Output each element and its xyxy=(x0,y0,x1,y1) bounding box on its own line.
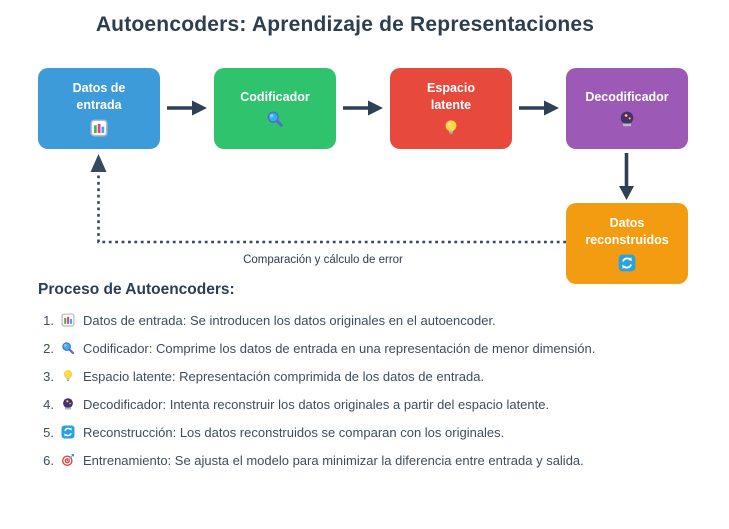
item-text: Datos de entrada: Se introducen los dato… xyxy=(83,312,496,328)
list-item: 5. Reconstrucción: Los datos reconstruid… xyxy=(38,423,698,441)
feedback-label: Comparación y cálculo de error xyxy=(243,254,403,266)
item-number: 5. xyxy=(43,424,54,440)
list-item: 1. Datos de entrada: Se introducen los d… xyxy=(38,311,698,329)
node-label: Datos de entrada xyxy=(72,81,126,112)
item-number: 1. xyxy=(43,312,54,328)
item-text: Entrenamiento: Se ajusta el modelo para … xyxy=(83,452,584,468)
list-item: 2. Codificador: Comprime los datos de en… xyxy=(38,339,698,357)
flow-node-datos-reconstruidos: Datos reconstruidos xyxy=(566,203,688,284)
item-text: Decodificador: Intenta reconstruir los d… xyxy=(83,396,550,412)
flow-node-decodificador: Decodificador xyxy=(566,68,688,149)
light-bulb-icon xyxy=(63,370,73,381)
item-text: Codificador: Comprime los datos de entra… xyxy=(83,340,596,356)
crystal-ball-icon xyxy=(63,398,73,410)
item-number: 6. xyxy=(43,452,54,468)
list-item: 6. Entrenamiento: Se ajusta el modelo pa… xyxy=(38,451,698,469)
process-section: Proceso de Autoencoders: 1. Datos de ent… xyxy=(38,281,698,479)
target-icon xyxy=(62,454,74,466)
item-text: Reconstrucción: Los datos reconstruidos … xyxy=(83,424,505,440)
search-icon xyxy=(267,112,283,128)
search-icon xyxy=(62,342,75,355)
process-list: 1. Datos de entrada: Se introducen los d… xyxy=(38,311,698,469)
crystal-ball-icon xyxy=(620,112,634,127)
node-label: Espacio latente xyxy=(427,81,475,112)
node-label: Datos reconstruidos xyxy=(585,216,669,247)
feedback-dotted-line xyxy=(97,172,566,244)
feedback-arrowhead xyxy=(90,154,107,172)
flow-node-espacio-latente: Espacio latente xyxy=(390,68,512,149)
flow-node-datos-entrada: Datos de entrada xyxy=(38,68,160,149)
node-label: Decodificador xyxy=(585,89,669,104)
light-bulb-icon xyxy=(445,120,457,135)
refresh-icon xyxy=(61,425,75,439)
bar-chart-icon xyxy=(90,119,108,137)
page-title: Autoencoders: Aprendizaje de Representac… xyxy=(95,13,595,36)
item-number: 2. xyxy=(43,340,54,356)
list-item: 3. Espacio latente: Representación compr… xyxy=(38,367,698,385)
bar-chart-icon xyxy=(61,313,75,327)
item-text: Espacio latente: Representación comprimi… xyxy=(83,368,485,384)
item-number: 3. xyxy=(43,368,54,384)
list-item: 4. Decodificador: Intenta reconstruir lo… xyxy=(38,395,698,413)
node-label: Codificador xyxy=(240,89,310,104)
process-heading: Proceso de Autoencoders: xyxy=(38,281,235,298)
flow-node-codificador: Codificador xyxy=(214,68,336,149)
refresh-icon xyxy=(618,254,636,272)
item-number: 4. xyxy=(43,396,54,412)
